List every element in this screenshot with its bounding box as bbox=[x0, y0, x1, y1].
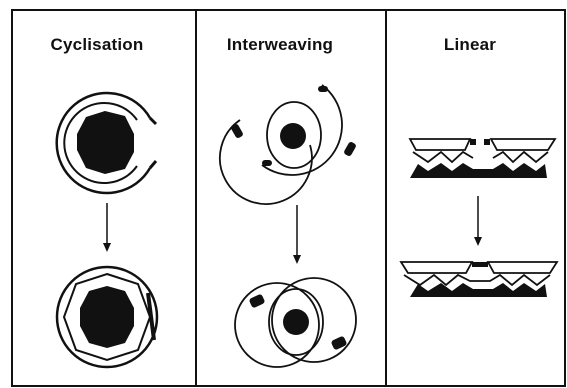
figure-border bbox=[11, 9, 566, 387]
open-ring-structure bbox=[55, 91, 158, 195]
template-strand-bottom bbox=[410, 283, 547, 297]
open-interwoven-rings bbox=[218, 84, 356, 205]
panel-title-linear: Linear bbox=[443, 35, 497, 54]
octagon-core-top bbox=[77, 111, 134, 174]
separated-strands bbox=[408, 138, 557, 178]
ligated-strand bbox=[399, 261, 559, 297]
interweaving-panel bbox=[218, 84, 357, 368]
reaction-arrow-cyclisation bbox=[103, 203, 111, 252]
template-core-top bbox=[280, 123, 306, 149]
cyclisation-panel bbox=[55, 91, 159, 369]
panel-title-cyclisation: Cyclisation bbox=[50, 35, 144, 54]
octagon-core-bottom bbox=[80, 286, 134, 348]
template-core-bottom bbox=[283, 309, 309, 335]
reaction-arrow-interweaving bbox=[293, 205, 301, 264]
reaction-arrow-linear bbox=[474, 196, 482, 246]
panel-title-interweaving: Interweaving bbox=[226, 35, 334, 54]
closed-ring-structure bbox=[55, 265, 159, 369]
linear-panel bbox=[399, 138, 559, 297]
template-strand-top bbox=[410, 163, 547, 178]
closed-interwoven-rings bbox=[234, 277, 357, 368]
